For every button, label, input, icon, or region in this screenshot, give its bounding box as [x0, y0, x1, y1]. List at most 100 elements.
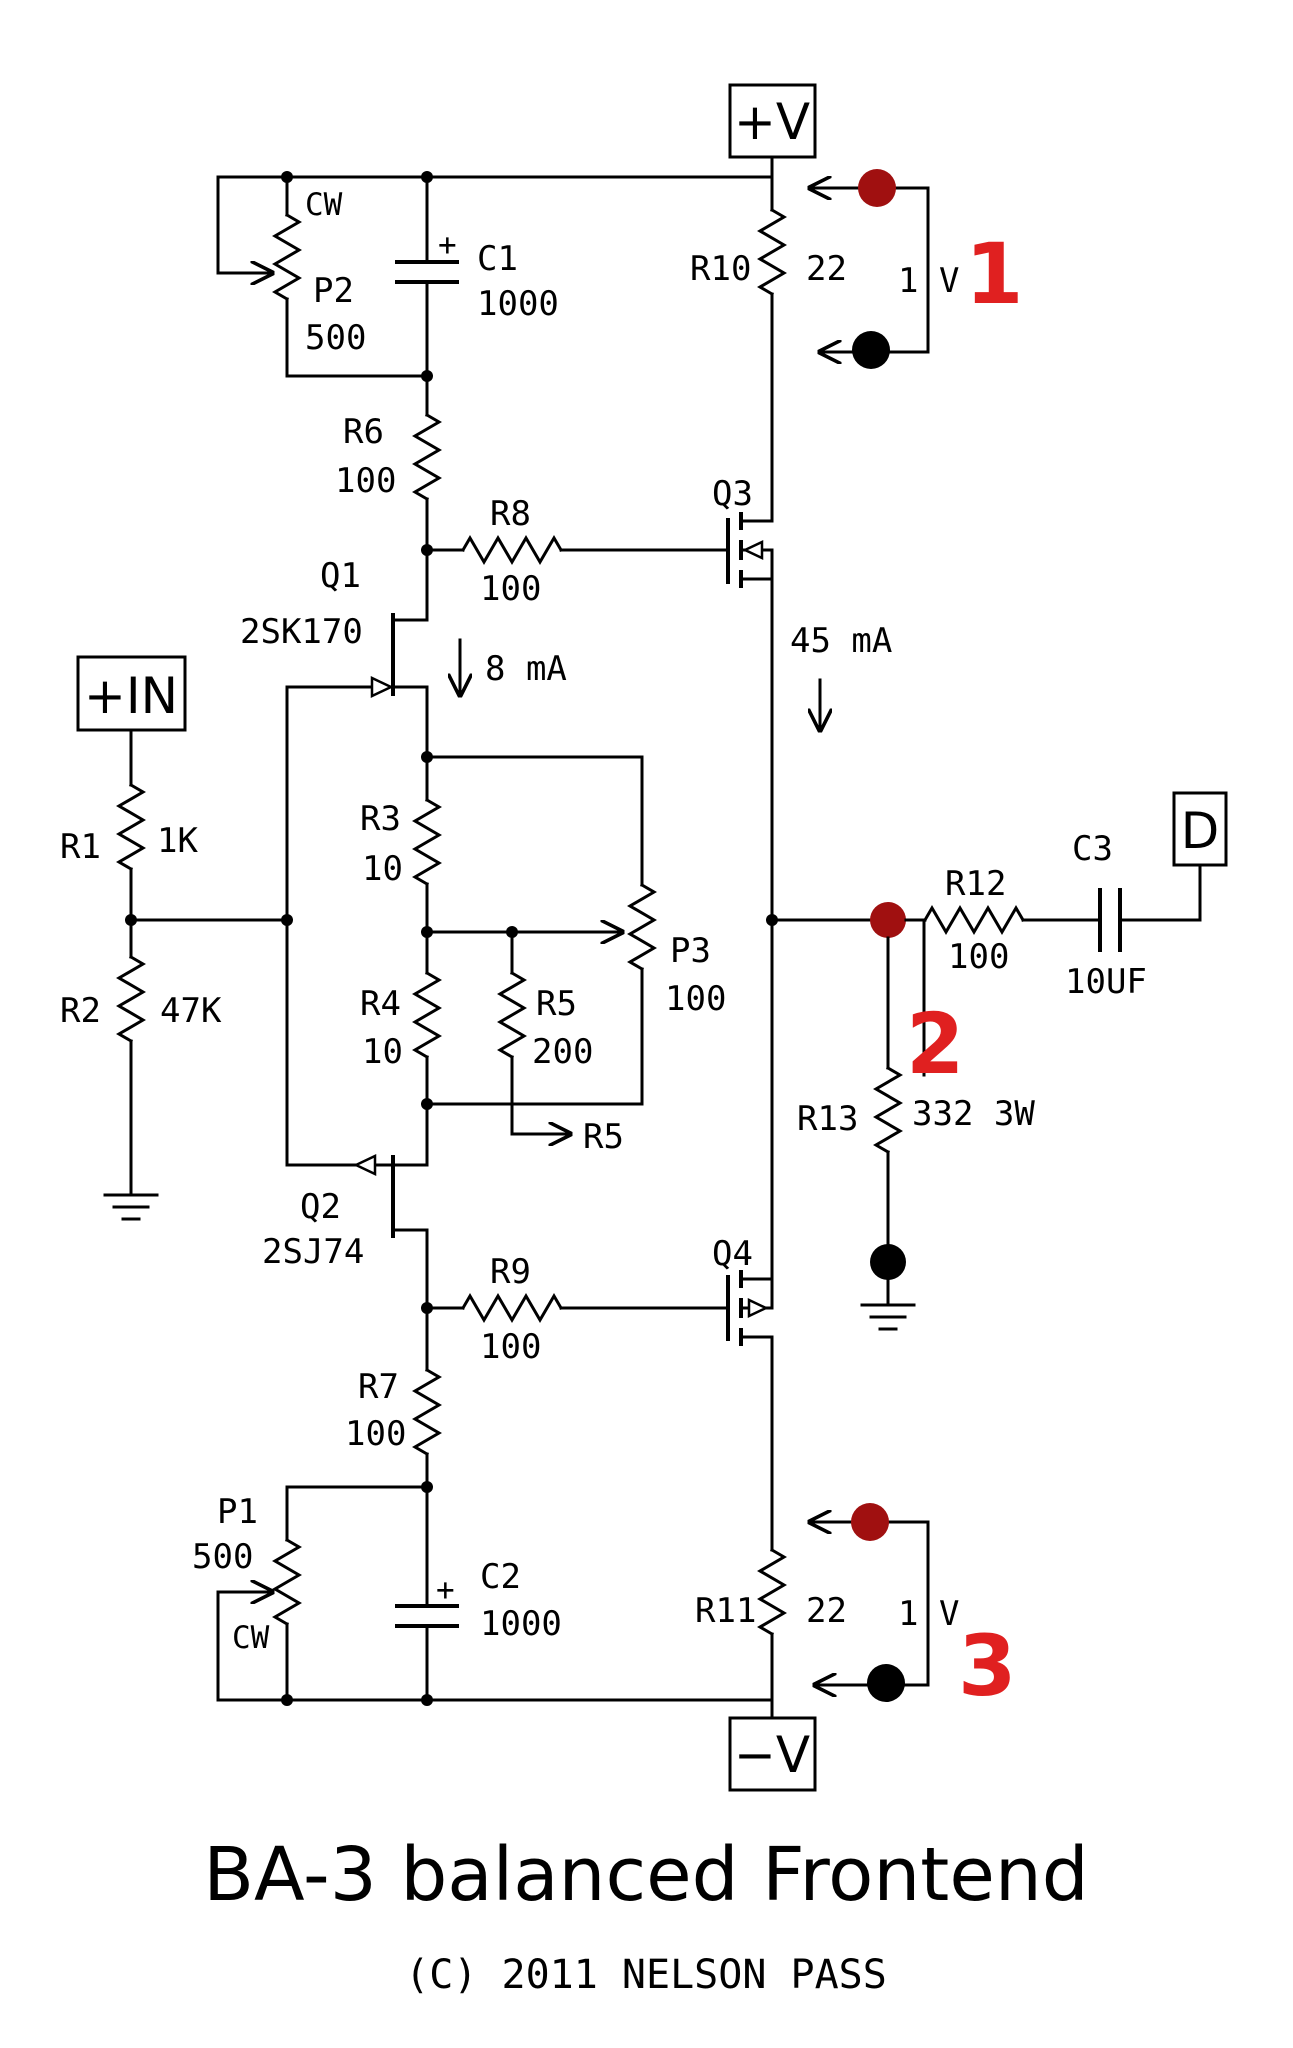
r2-resistor: R2 47K — [60, 918, 222, 1197]
r12-resistor: R12 100 — [904, 864, 1102, 977]
r1-resistor: R1 1K — [60, 728, 198, 922]
current-front-label: 8 mA — [485, 649, 567, 689]
junction-dots — [125, 171, 778, 1706]
measurement-1: 1 V 1 — [810, 169, 1023, 369]
r6-resistor: R6 100 — [335, 374, 442, 552]
input-label: +IN — [84, 667, 178, 725]
r3-name: R3 — [360, 799, 401, 839]
probe-red-3 — [851, 1503, 889, 1541]
probe-black-2 — [870, 1244, 906, 1280]
r13-value: 332 3W — [912, 1094, 1035, 1134]
r7-resistor: R7 100 — [345, 1306, 442, 1489]
r2-name: R2 — [60, 991, 101, 1031]
ground-right — [860, 1303, 916, 1331]
q4-mosfet: Q4 — [712, 1234, 774, 1552]
r8-name: R8 — [490, 494, 531, 534]
vminus-terminal: −V — [728, 1716, 817, 1792]
r5-name: R5 — [536, 984, 577, 1024]
r13-name: R13 — [797, 1099, 858, 1139]
r3-resistor: R3 10 — [360, 755, 442, 934]
probe-black-3 — [867, 1664, 905, 1702]
p2-value: 500 — [305, 318, 366, 358]
q3-mosfet: Q3 — [712, 474, 774, 588]
r4-name: R4 — [360, 984, 401, 1024]
m1-voltage: 1 V — [898, 261, 959, 301]
p2-potentiometer: CW P2 500 — [216, 175, 429, 378]
q2-part: 2SJ74 — [262, 1232, 364, 1272]
probe-red-1 — [858, 169, 896, 207]
c3-capacitor: C3 10UF — [1065, 829, 1202, 1002]
c2-value: 1000 — [480, 1604, 562, 1644]
output-branch — [770, 902, 926, 1077]
vminus-label: −V — [734, 1726, 810, 1784]
c1-capacitor: + C1 1000 — [395, 175, 559, 378]
r11-resistor: R11 22 — [695, 1547, 847, 1637]
output-label: D — [1181, 802, 1220, 860]
r2-value: 47K — [160, 991, 222, 1031]
r10-value: 22 — [806, 249, 847, 289]
q1-jfet: Q1 2SK170 — [240, 548, 429, 759]
q2-jfet: Q2 2SJ74 — [262, 1154, 429, 1310]
r5-arrow-label: R5 — [583, 1117, 624, 1157]
c3-value: 10UF — [1065, 962, 1147, 1002]
input-node-wires — [129, 685, 367, 1167]
r13-resistor: R13 332 3W 2 — [797, 936, 1035, 1307]
current-output: 45 mA — [790, 621, 892, 730]
p3-potentiometer: P3 100 — [425, 755, 726, 1106]
r1-value: 1K — [157, 821, 198, 861]
r11-name: R11 — [695, 1591, 756, 1631]
current-front: 8 mA — [460, 638, 567, 695]
r9-name: R9 — [490, 1252, 531, 1292]
q1-name: Q1 — [320, 556, 361, 596]
r4-value: 10 — [362, 1032, 403, 1072]
c1-value: 1000 — [477, 284, 559, 324]
r5-resistor: R5 200 R5 — [497, 930, 624, 1157]
p3-name: P3 — [670, 931, 711, 971]
r9-resistor: R9 100 — [425, 1252, 730, 1367]
p2-name: P2 — [313, 271, 354, 311]
marker-3: 3 — [958, 1617, 1016, 1715]
c1-polarity: + — [438, 227, 457, 263]
q3-name: Q3 — [712, 474, 753, 514]
r10-name: R10 — [690, 249, 751, 289]
p2-cw-label: CW — [305, 187, 343, 223]
q2-name: Q2 — [300, 1187, 341, 1227]
r10-resistor: R10 22 — [690, 207, 847, 512]
r1-name: R1 — [60, 827, 101, 867]
output-terminal: D — [1172, 791, 1228, 867]
r8-value: 100 — [480, 569, 541, 609]
p1-value: 500 — [192, 1537, 253, 1577]
r8-resistor: R8 100 — [425, 494, 730, 609]
r4-resistor: R4 10 — [360, 930, 644, 1167]
p1-name: P1 — [217, 1492, 258, 1532]
top-rail-wires — [285, 155, 774, 212]
r5-value: 200 — [532, 1032, 593, 1072]
input-terminal: +IN — [76, 655, 187, 732]
p1-potentiometer: P1 500 CW — [192, 1485, 429, 1702]
r6-name: R6 — [343, 412, 384, 452]
r7-name: R7 — [358, 1367, 399, 1407]
c3-name: C3 — [1072, 829, 1113, 869]
r6-value: 100 — [335, 461, 396, 501]
probe-red-2 — [870, 902, 906, 938]
q1-part: 2SK170 — [240, 612, 363, 652]
c2-polarity: + — [436, 1572, 455, 1608]
c1-name: C1 — [477, 239, 518, 279]
r12-name: R12 — [945, 864, 1006, 904]
marker-1: 1 — [965, 225, 1023, 323]
r9-value: 100 — [480, 1327, 541, 1367]
vplus-label: +V — [734, 93, 810, 151]
vplus-terminal: +V — [728, 83, 817, 159]
r11-value: 22 — [806, 1591, 847, 1631]
c2-capacitor: + C2 1000 — [395, 1485, 562, 1702]
r12-value: 100 — [948, 937, 1009, 977]
diagram-title: BA-3 balanced Frontend — [203, 1832, 1088, 1918]
copyright: (C) 2011 NELSON PASS — [405, 1952, 887, 1998]
measurement-3: 1 V 3 — [810, 1503, 1016, 1715]
current-output-label: 45 mA — [790, 621, 892, 661]
r3-value: 10 — [362, 849, 403, 889]
m3-voltage: 1 V — [898, 1594, 959, 1634]
ground-left — [103, 1193, 159, 1221]
probe-black-1 — [852, 331, 890, 369]
